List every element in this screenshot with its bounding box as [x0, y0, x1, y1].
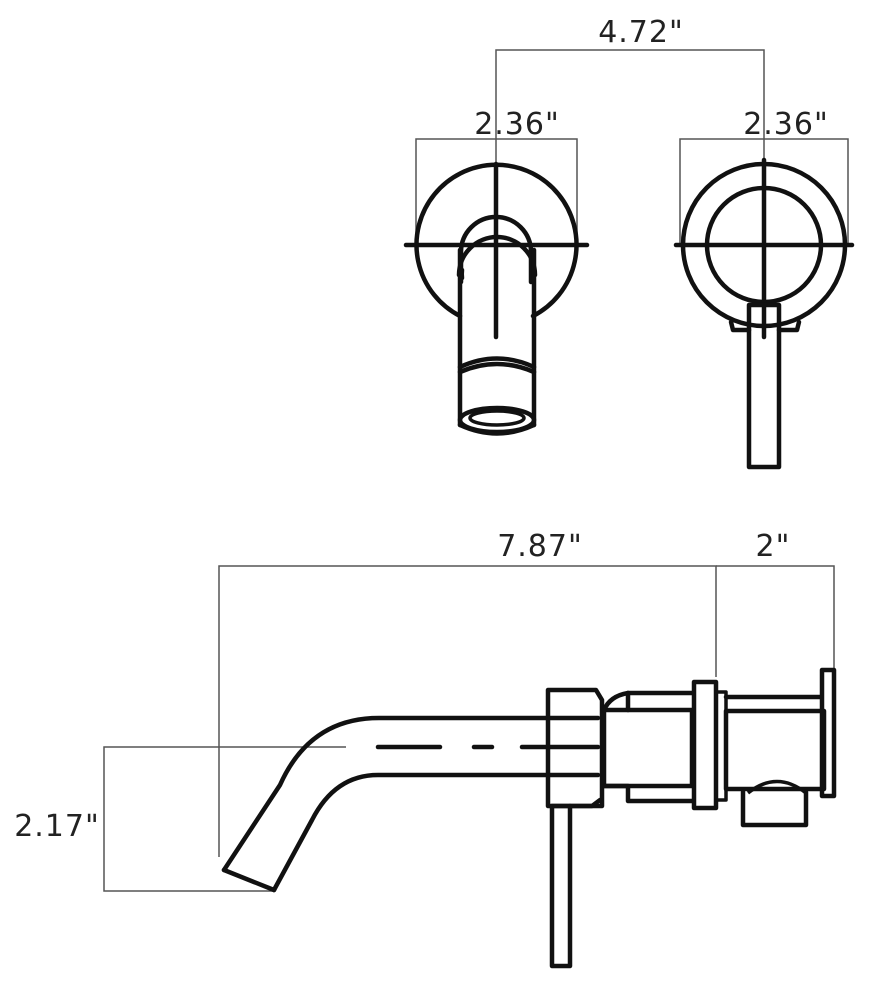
center-spacing-dimension: 4.72"	[495, 15, 765, 170]
spout-width-label: 2.36"	[474, 107, 560, 142]
wall-depth-label: 2"	[756, 529, 791, 564]
spout-drop-label: 2.17"	[14, 809, 100, 844]
handle-width-label: 2.36"	[743, 107, 829, 142]
spout-reach-label: 7.87"	[497, 529, 583, 564]
center-spacing-label: 4.72"	[598, 15, 684, 50]
side-view: 7.87" 2" 2.17"	[14, 529, 837, 969]
front-view-handle: 2.36"	[673, 107, 855, 470]
front-view-spout: 2.36"	[403, 107, 590, 436]
